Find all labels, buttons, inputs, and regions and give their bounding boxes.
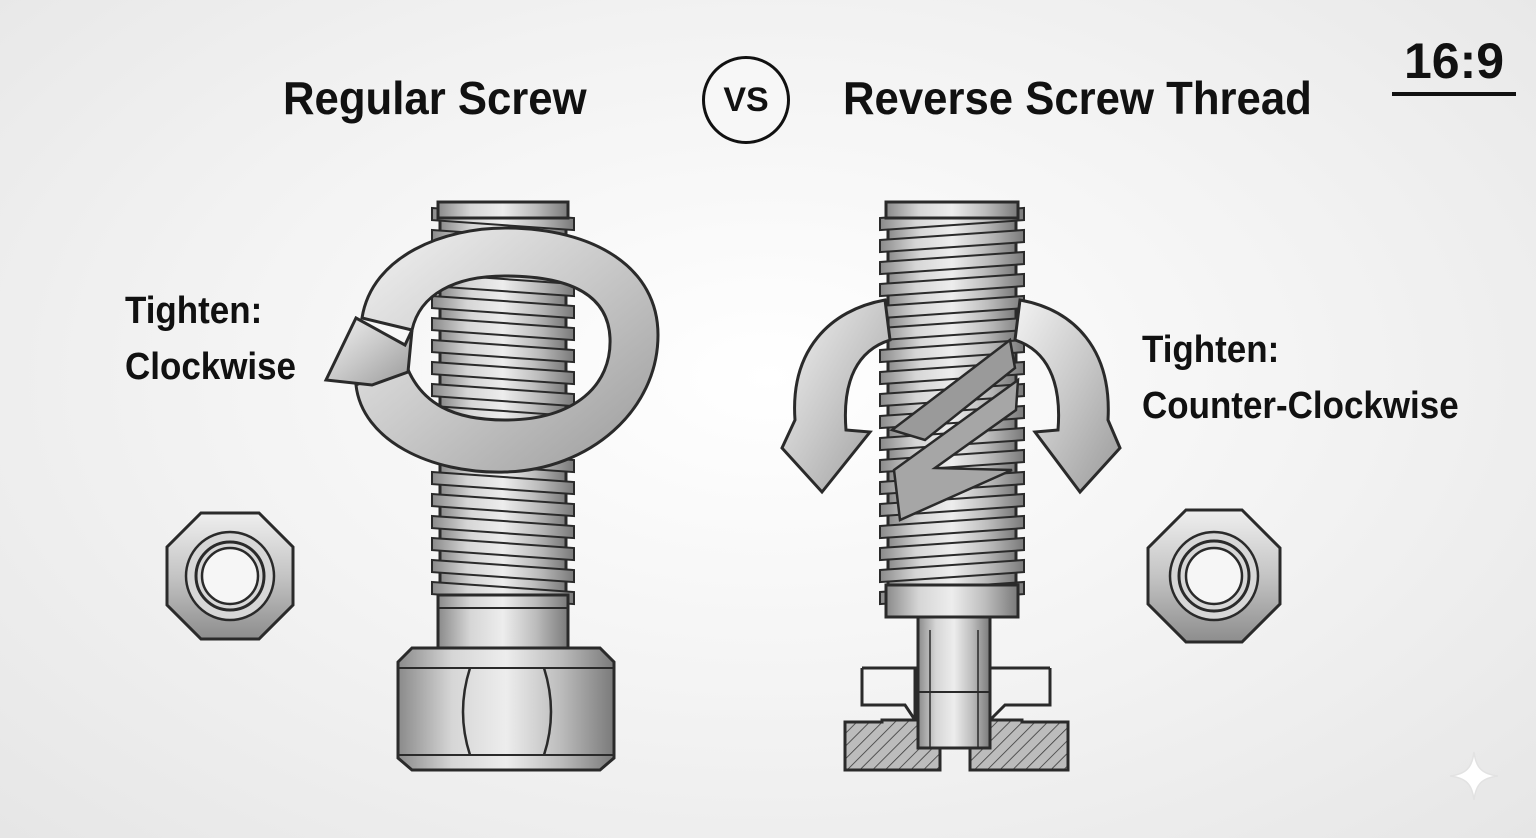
aspect-ratio-label: 16:9 (1392, 30, 1516, 96)
regular-tighten-label: Tighten: Clockwise (125, 283, 296, 395)
reverse-tighten-label: Tighten: Counter-Clockwise (1142, 322, 1459, 434)
hex-nut-icon (165, 511, 295, 641)
hex-nut-icon (1146, 508, 1282, 644)
reverse-tighten-line2: Counter-Clockwise (1142, 385, 1459, 427)
reverse-screw-title: Reverse Screw Thread (843, 72, 1312, 124)
vs-badge: VS (702, 56, 790, 144)
clockwise-arrow-icon (323, 226, 660, 474)
regular-screw-title: Regular Screw (283, 72, 587, 124)
counter-clockwise-arrow-icon (780, 298, 1122, 495)
sparkle-icon (1449, 751, 1499, 801)
regular-tighten-line2: Clockwise (125, 346, 297, 388)
regular-tighten-line1: Tighten: (125, 290, 263, 332)
reverse-tighten-line1: Tighten: (1142, 329, 1280, 371)
reverse-bolt-icon (843, 200, 1070, 772)
